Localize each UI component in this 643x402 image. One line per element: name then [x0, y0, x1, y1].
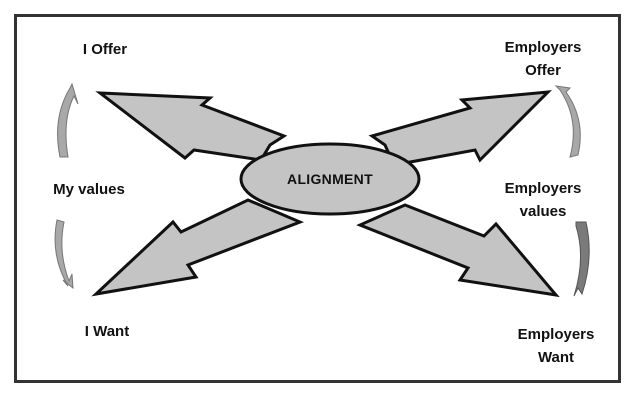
label-i-offer: I Offer — [82, 41, 128, 58]
curved-arrow-right-top-icon — [554, 85, 581, 158]
arrow-employers-offer — [368, 90, 552, 167]
label-i-want: I Want — [84, 323, 130, 340]
arrow-employers-want — [356, 203, 560, 298]
label-employers-offer: Employers Offer — [504, 39, 582, 79]
curved-arrow-left-bottom-icon — [54, 219, 74, 290]
arrow-i-want — [91, 198, 305, 297]
diagram-frame — [14, 14, 621, 383]
curved-arrow-left-top-icon — [57, 82, 79, 158]
alignment-ellipse — [239, 142, 421, 216]
label-employers-want: Employers Want — [517, 326, 595, 366]
curved-arrow-right-bottom-icon — [573, 221, 590, 297]
arrow-i-offer — [95, 91, 288, 162]
center-label: ALIGNMENT — [287, 171, 373, 187]
label-my-values: My values — [53, 181, 125, 198]
label-employers-values: Employers values — [504, 180, 582, 220]
